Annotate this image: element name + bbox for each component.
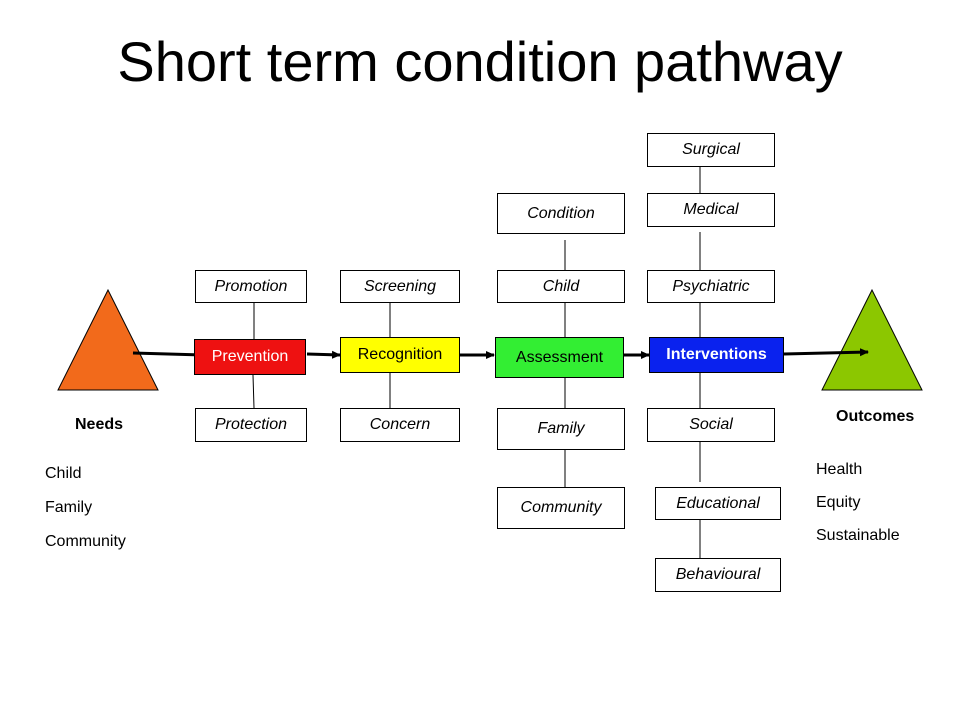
stage-assessment: Assessment [495, 337, 624, 378]
box-social: Social [647, 408, 775, 442]
box-concern: Concern [340, 408, 460, 442]
outcomes-item-sustainable: Sustainable [816, 527, 900, 544]
needs-heading: Needs [75, 416, 124, 433]
arrow-needs-to-prevention [132, 350, 204, 359]
outcomes-item-equity: Equity [816, 494, 861, 511]
box-child: Child [497, 270, 625, 303]
box-family: Family [497, 408, 625, 450]
box-screening: Screening [340, 270, 460, 303]
page-title: Short term condition pathway [117, 30, 843, 93]
needs-item-community: Community [45, 533, 126, 550]
box-medical: Medical [647, 193, 775, 227]
needs-triangle [57, 288, 159, 391]
needs-item-child: Child [45, 465, 82, 482]
box-condition: Condition [497, 193, 625, 234]
box-surgical: Surgical [647, 133, 775, 167]
stage-recognition: Recognition [340, 337, 460, 373]
box-community: Community [497, 487, 625, 529]
needs-item-family: Family [45, 499, 93, 516]
outcomes-triangle [821, 288, 923, 391]
box-protection: Protection [195, 408, 307, 442]
arrow-prevention-to-recognition [306, 350, 341, 359]
arrow-interventions-to-outcomes [783, 348, 869, 357]
stage-interventions: Interventions [649, 337, 784, 373]
box-educational: Educational [655, 487, 781, 520]
stage-prevention: Prevention [194, 339, 306, 375]
box-promotion: Promotion [195, 270, 307, 303]
outcomes-heading: Outcomes [836, 408, 915, 425]
box-behavioural: Behavioural [655, 558, 781, 592]
outcomes-item-health: Health [816, 461, 863, 478]
box-psychiatric: Psychiatric [647, 270, 775, 303]
